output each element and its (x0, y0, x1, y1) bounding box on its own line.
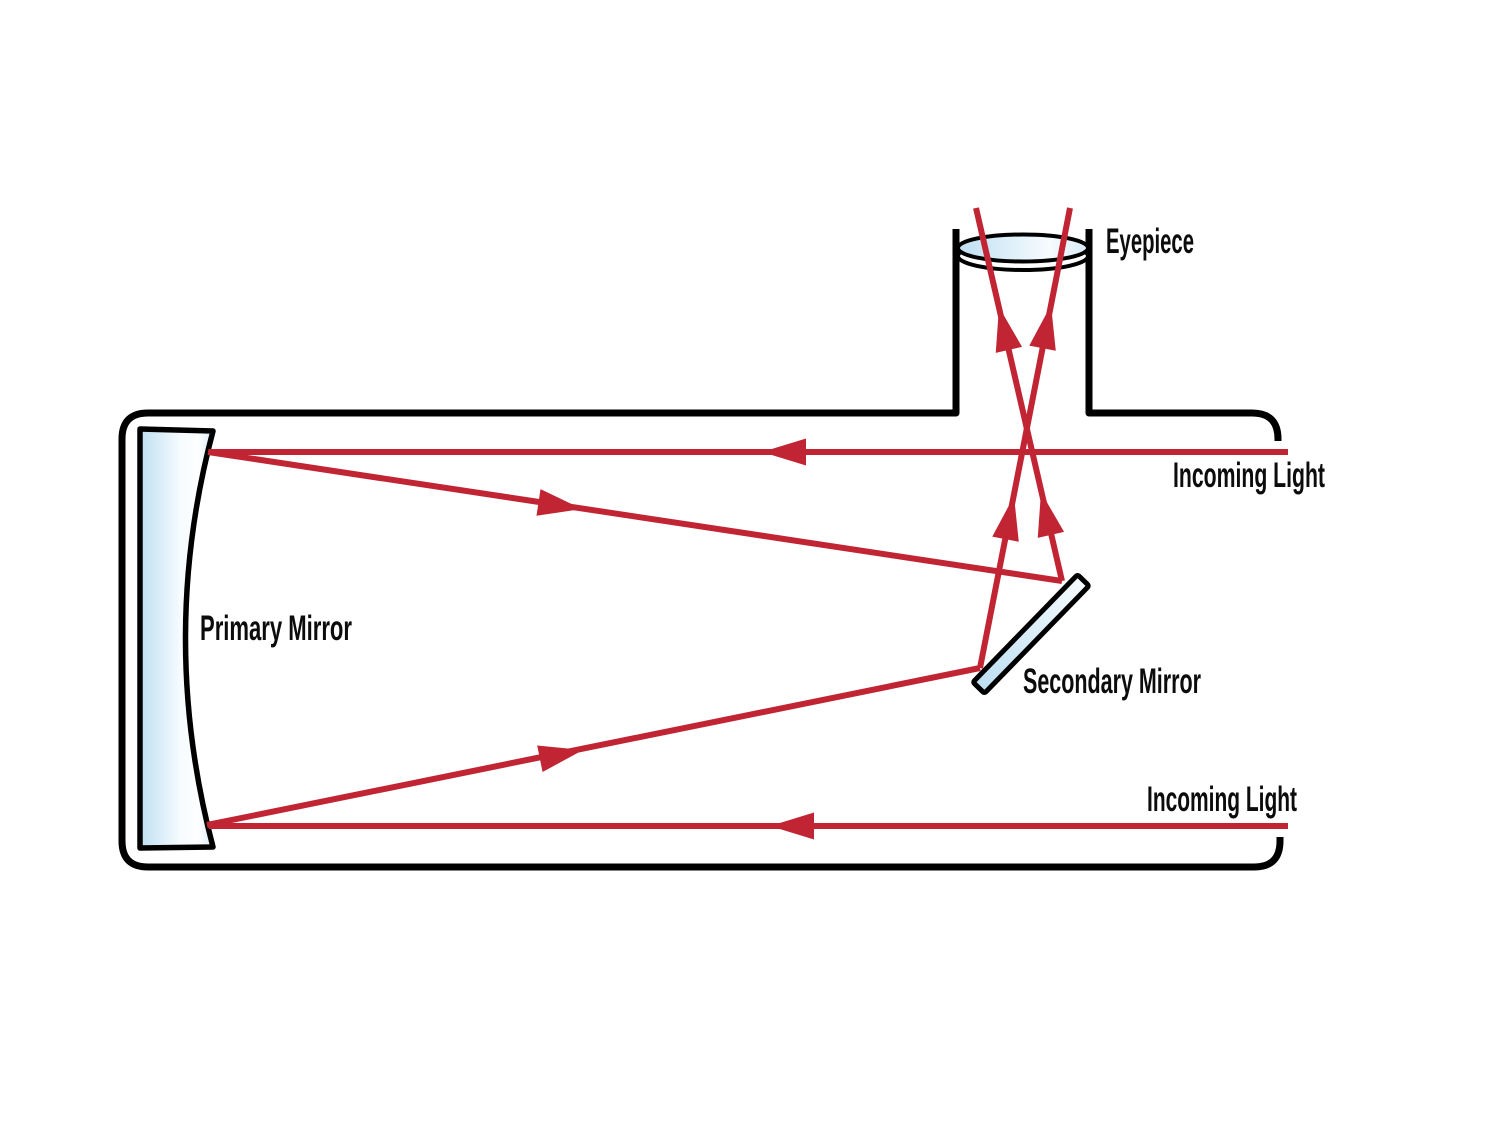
arrowhead-eyepiece-right-lower (1037, 492, 1065, 538)
secondary-mirror-shape (971, 572, 1091, 696)
ray-to-eyepiece-left (977, 207, 1073, 669)
eyepiece-lens-front (956, 232, 1090, 264)
arrowhead-eyepiece-left-lower (992, 496, 1019, 542)
primary-mirror-label: Primary Mirror (200, 609, 352, 648)
eyepiece-label: Eyepiece (1106, 222, 1194, 261)
secondary-mirror-label: Secondary Mirror (1023, 662, 1201, 701)
arrowhead-reflected-top (536, 489, 582, 516)
arrowhead-eyepiece-right-upper (995, 307, 1023, 353)
ray-reflected-bottom (206, 665, 981, 828)
arrowhead-eyepiece-left-upper (1029, 305, 1056, 351)
primary-mirror-shape (137, 426, 216, 851)
telescope-tube-outline (118, 229, 1284, 871)
ray-reflected-top (207, 449, 1063, 584)
arrowhead-incoming-top (762, 438, 806, 466)
arrowhead-reflected-bottom (537, 745, 583, 773)
incoming-light-bottom-label: Incoming Light (1147, 780, 1297, 819)
eyepiece-tube-right-wall (1085, 229, 1282, 443)
incoming-light-top-label: Incoming Light (1173, 456, 1325, 495)
arrowhead-incoming-bottom (770, 812, 814, 840)
